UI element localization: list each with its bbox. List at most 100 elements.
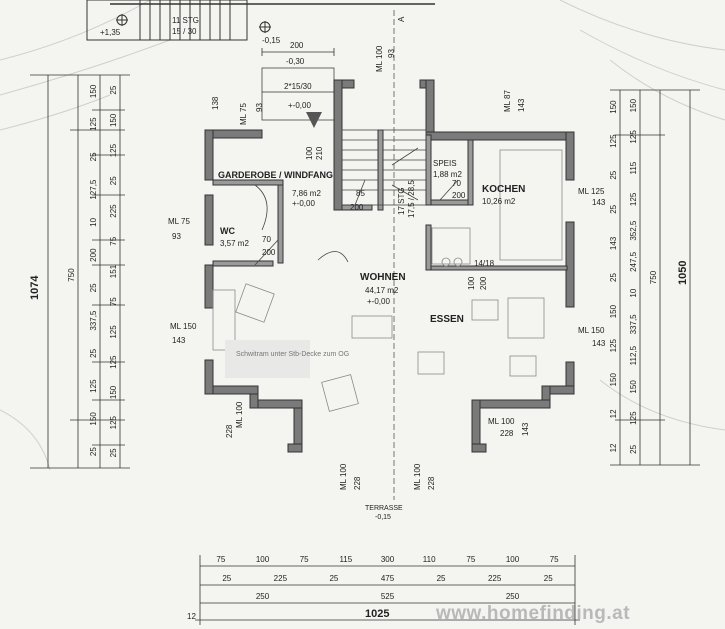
dims-left-lines bbox=[30, 74, 130, 469]
dims-left-col3-1: 125 bbox=[89, 117, 98, 131]
dims-right-col4-5: 25 bbox=[609, 273, 618, 282]
dims-left-col4-6: 151 bbox=[109, 264, 118, 278]
dims-bottom-row1-8: 75 bbox=[550, 555, 559, 564]
dims-bottom-row1-5: 110 bbox=[423, 555, 436, 564]
dims-right-col4-6: 150 bbox=[609, 304, 618, 318]
stair-inner-ratio: 17,5 / 28,5 bbox=[407, 180, 416, 218]
entry-level-top: -0,15 bbox=[262, 36, 281, 45]
svg-text:ML 100: ML 100 bbox=[339, 463, 348, 490]
dim-bottom-total: 1025 bbox=[365, 608, 389, 620]
room-essen-name: ESSEN bbox=[430, 314, 464, 325]
dims-left-col4-7: 75 bbox=[109, 297, 118, 306]
room-wc-area: 3,57 m2 bbox=[220, 239, 249, 248]
dims-right-col3-0: 150 bbox=[629, 98, 638, 112]
dims-right-col3-10: 125 bbox=[629, 411, 638, 425]
stair-inner-label: 17 STG bbox=[397, 187, 406, 215]
room-wohnen-area: 44,17 m2 bbox=[365, 286, 399, 295]
dims-bottom-row1-2: 75 bbox=[300, 555, 309, 564]
dims-left-col4-1: 150 bbox=[109, 113, 118, 127]
dims-right-col4-3: 25 bbox=[609, 204, 618, 213]
dims-bottom-row1-6: 75 bbox=[466, 555, 475, 564]
kamin-note: Schwitram unter Stb-Decke zum OG bbox=[236, 351, 349, 358]
dims-left-col4-10: 150 bbox=[109, 385, 118, 399]
dims-left-col3-9: 125 bbox=[89, 379, 98, 393]
stair-top-label: 11 STG bbox=[172, 16, 199, 25]
svg-text:93: 93 bbox=[255, 103, 264, 112]
dims-bottom-row2-0: 25 bbox=[222, 574, 231, 583]
room-speis-name: SPEIS bbox=[433, 159, 457, 168]
dims-right-col3: 150125115125352,5247,510337,5112,5150125… bbox=[629, 98, 638, 453]
svg-text:200: 200 bbox=[479, 276, 488, 290]
dims-right-col4-8: 150 bbox=[609, 373, 618, 387]
svg-text:228: 228 bbox=[427, 476, 436, 490]
room-wohnen-name: WOHNEN bbox=[360, 272, 406, 283]
dims-left-col4-8: 125 bbox=[109, 325, 118, 339]
dims-right-col2-0: 750 bbox=[649, 270, 658, 284]
dims-left-col3-8: 25 bbox=[89, 348, 98, 357]
doors bbox=[254, 179, 459, 266]
dims-bottom-row1-4: 300 bbox=[381, 555, 395, 564]
dims-right-col4-7: 125 bbox=[609, 338, 618, 352]
dims-right-col3-7: 337,5 bbox=[629, 314, 638, 335]
svg-text:143: 143 bbox=[592, 198, 606, 207]
dims-right-col3-8: 112,5 bbox=[629, 345, 638, 365]
svg-text:ML 150: ML 150 bbox=[170, 322, 197, 331]
room-speis-area: 1,88 m2 bbox=[433, 170, 462, 179]
svg-text:ML 87: ML 87 bbox=[503, 90, 512, 112]
dims-right-col3-4: 352,5 bbox=[629, 220, 638, 241]
dims-left-col3-3: 127,5 bbox=[89, 179, 98, 200]
svg-text:143: 143 bbox=[592, 339, 606, 348]
svg-text:138: 138 bbox=[211, 96, 220, 110]
dims-bottom-row2-5: 225 bbox=[488, 574, 502, 583]
dims-left-col3-4: 10 bbox=[89, 217, 98, 226]
svg-text:85: 85 bbox=[356, 189, 365, 198]
terrasse-level: -0,15 bbox=[375, 514, 391, 521]
room-kochen-name: KOCHEN bbox=[482, 184, 525, 195]
dim-bottom-edge: 12 bbox=[187, 612, 196, 621]
section-mark: A bbox=[397, 16, 406, 22]
svg-text:143: 143 bbox=[517, 98, 526, 112]
dims-bottom-row2-6: 25 bbox=[544, 574, 553, 583]
svg-text:228: 228 bbox=[500, 429, 514, 438]
dims-left-col3-10: 150 bbox=[89, 412, 98, 426]
entry-level: -0,30 bbox=[286, 57, 305, 66]
dims-right-col4-0: 150 bbox=[609, 100, 618, 114]
dims-right-col4-4: 143 bbox=[609, 236, 618, 250]
room-kochen-area: 10,26 m2 bbox=[482, 197, 516, 206]
dims-right-col4-10: 12 bbox=[609, 443, 618, 452]
svg-text:70: 70 bbox=[262, 235, 271, 244]
dims-bottom-row1-7: 100 bbox=[506, 555, 520, 564]
dims-left-col2-0: 750 bbox=[67, 268, 76, 282]
terrain-lines bbox=[0, 0, 725, 471]
dims-right-col3-2: 115 bbox=[629, 161, 638, 174]
svg-text:ML 100: ML 100 bbox=[375, 45, 384, 72]
dims-left-col2: 750 bbox=[67, 268, 76, 282]
walls bbox=[204, 79, 575, 453]
dims-bottom-row2-1: 225 bbox=[274, 574, 288, 583]
inner-stair bbox=[341, 129, 427, 206]
svg-text:200: 200 bbox=[350, 203, 364, 212]
svg-text:200: 200 bbox=[262, 248, 276, 257]
furniture bbox=[212, 149, 563, 412]
dims-left-col3-5: 200 bbox=[89, 248, 98, 262]
entry-floor: +-0,00 bbox=[288, 101, 311, 110]
dims-left-col4-5: 75 bbox=[109, 236, 118, 245]
svg-text:100: 100 bbox=[467, 276, 476, 290]
room-garderobe-name: GARDEROBE / WINDFANG bbox=[218, 170, 333, 180]
dims-right-col4-2: 25 bbox=[609, 170, 618, 179]
dims-right-col3-9: 150 bbox=[629, 380, 638, 394]
dims-left-col4-9: 125 bbox=[109, 355, 118, 369]
svg-text:70: 70 bbox=[452, 179, 461, 188]
svg-text:228: 228 bbox=[353, 476, 362, 490]
room-garderobe-level: +-0,00 bbox=[292, 199, 315, 208]
opening-labels: ML 100 93 ML 75 93 138 ML 87 143 ML 125 … bbox=[168, 45, 606, 490]
kamin-note-box bbox=[225, 340, 310, 378]
svg-text:ML 75: ML 75 bbox=[239, 103, 248, 125]
entry-width: 200 bbox=[290, 41, 304, 50]
dims-right-col3-3: 125 bbox=[629, 192, 638, 206]
dim-left-total: 1074 bbox=[29, 275, 41, 300]
